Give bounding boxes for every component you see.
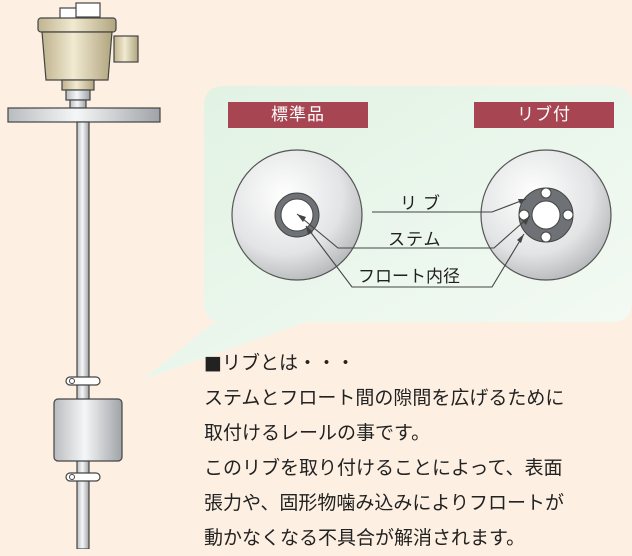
- description: ■リブとは・・・ ステムとフロート間の隙間を広げるために 取付けるレールの事です…: [204, 346, 632, 556]
- lower-stopper-ring: [65, 472, 101, 482]
- description-line: 取付けるレールの事です。: [204, 422, 431, 444]
- description-heading: ■リブとは・・・: [204, 352, 355, 374]
- stem-label: ステム: [388, 230, 442, 250]
- ribbed-float-disc: [480, 149, 612, 281]
- float-inner-diameter-label: フロート内径: [358, 267, 460, 287]
- leader-lines: [296, 198, 531, 288]
- description-line: 動かなくなる不具合が解消されます。: [204, 527, 526, 549]
- float-illustration: [53, 398, 123, 462]
- rib-label: リブ: [400, 194, 446, 214]
- stem-illustration: [76, 121, 90, 549]
- leader-arrowheads: [297, 199, 530, 243]
- ribbed-tag: リブ付: [474, 102, 614, 128]
- standard-float-disc: [231, 149, 363, 281]
- standard-tag: 標準品: [228, 102, 368, 128]
- flange-illustration: [7, 107, 161, 123]
- description-line: ステムとフロート間の隙間を広げるために: [204, 387, 565, 409]
- upper-stopper-ring: [65, 376, 101, 386]
- description-line: 張力や、固形物噛み込みによりフロートが: [204, 492, 565, 514]
- terminal-head-illustration: [37, 2, 139, 109]
- description-line: このリブを取り付けることによって、表面: [204, 457, 563, 479]
